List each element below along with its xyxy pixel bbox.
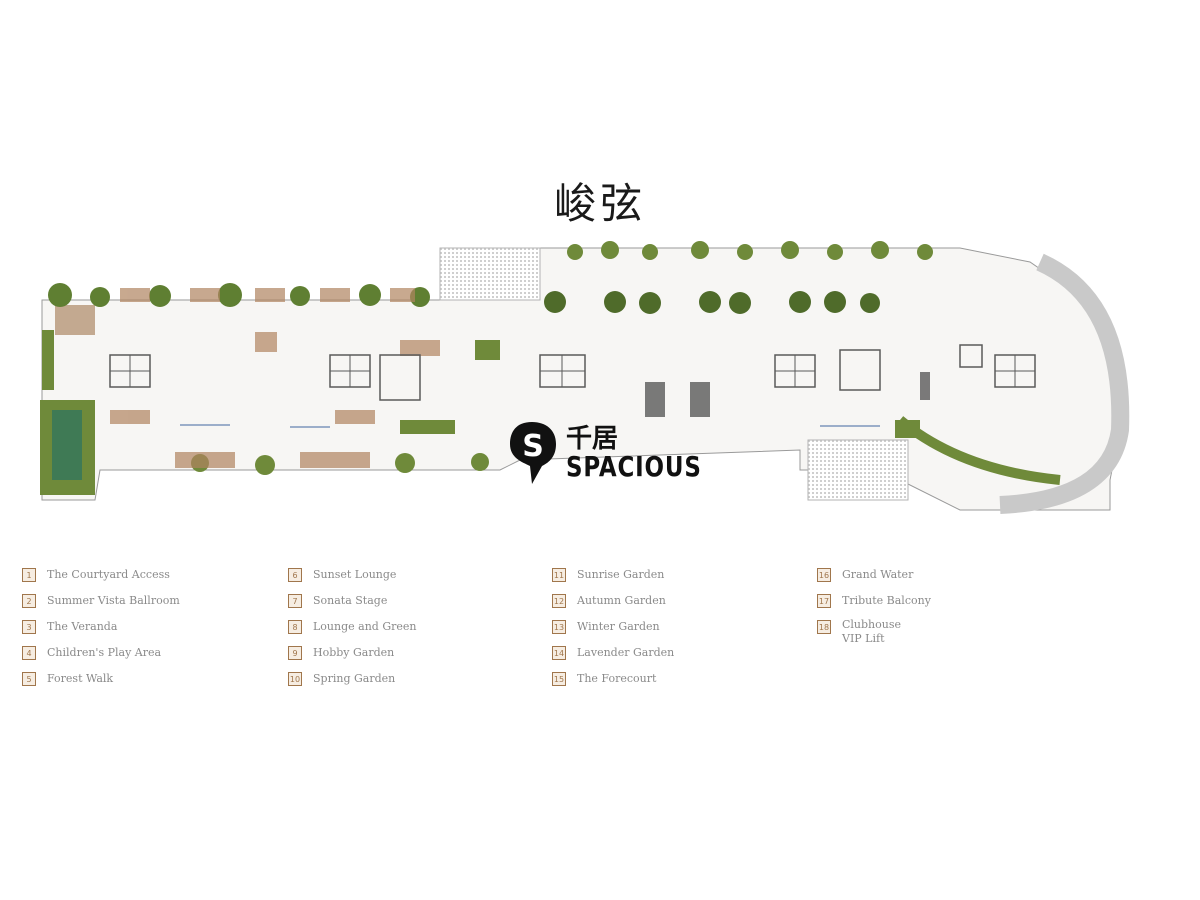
- curved-deck: [999, 253, 1130, 514]
- legend-label: Lounge and Green: [313, 620, 417, 633]
- legend-number: 10: [288, 672, 302, 686]
- legend-number: 12: [552, 594, 566, 608]
- legend-item: 17 Tribute Balcony: [817, 592, 931, 618]
- legend-label: Forest Walk: [47, 672, 114, 685]
- legend-label: Tribute Balcony: [842, 594, 931, 607]
- legend-label: The Veranda: [47, 620, 118, 633]
- legend-label: The Courtyard Access: [47, 568, 170, 581]
- legend-number: 8: [288, 620, 302, 634]
- legend-number: 5: [22, 672, 36, 686]
- legend-number: 13: [552, 620, 566, 634]
- legend-item: 9 Hobby Garden: [288, 644, 416, 670]
- logo-s-icon: [510, 422, 556, 484]
- legend-column-2: 6 Sunset Lounge 7 Sonata Stage 8 Lounge and…: [288, 566, 416, 696]
- legend-number: 17: [817, 594, 831, 608]
- legend-label: Autumn Garden: [577, 594, 666, 607]
- legend-item: 3 The Veranda: [22, 618, 180, 644]
- legend-item: 12 Autumn Garden: [552, 592, 674, 618]
- legend-label: Spring Garden: [313, 672, 396, 685]
- legend-number: 4: [22, 646, 36, 660]
- legend-number: 9: [288, 646, 302, 660]
- legend-label: Clubhouse: [842, 618, 902, 631]
- legend-number: 6: [288, 568, 302, 582]
- legend-number: 14: [552, 646, 566, 660]
- legend-label: Sunrise Garden: [577, 568, 665, 581]
- legend-label: Sonata Stage: [313, 594, 388, 607]
- legend-item: 14 Lavender Garden: [552, 644, 674, 670]
- legend-item: 13 Winter Garden: [552, 618, 674, 644]
- legend-item: 11 Sunrise Garden: [552, 566, 674, 592]
- legend-item: 5 Forest Walk: [22, 670, 180, 696]
- logo-chinese-text: 千居: [566, 424, 619, 454]
- legend-number: 3: [22, 620, 36, 634]
- legend-column-3: 11 Sunrise Garden 12 Autumn Garden 13 Winte…: [552, 566, 674, 696]
- legend-label: Summer Vista Ballroom: [47, 594, 180, 607]
- legend-item: 8 Lounge and Green: [288, 618, 416, 644]
- legend-label: Grand Water: [842, 568, 914, 581]
- legend-item: 2 Summer Vista Ballroom: [22, 592, 180, 618]
- legend-item: 6 Sunset Lounge: [288, 566, 416, 592]
- legend-number: 11: [552, 568, 566, 582]
- logo-english-text: SPACIOUS: [566, 450, 702, 483]
- legend-number: 16: [817, 568, 831, 582]
- legend-number: 15: [552, 672, 566, 686]
- legend-number: 18: [817, 620, 831, 634]
- legend-item: 1 The Courtyard Access: [22, 566, 180, 592]
- legend-item: 7 Sonata Stage: [288, 592, 416, 618]
- legend-label-line2: VIP Lift: [842, 632, 885, 645]
- legend-label: Lavender Garden: [577, 646, 675, 659]
- legend-label: Children's Play Area: [47, 646, 162, 659]
- logo-mark: S: [510, 422, 556, 484]
- left-deck: [55, 305, 95, 335]
- legend-label: The Forecourt: [577, 672, 657, 685]
- legend-column-4: 16 Grand Water 17 Tribute Balcony 18 Clubho…: [817, 566, 931, 658]
- page-title: 峻弦: [553, 179, 646, 228]
- legend-item: 10 Spring Garden: [288, 670, 416, 696]
- legend-number: 1: [22, 568, 36, 582]
- legend-item: 16 Grand Water: [817, 566, 931, 592]
- legend-label: Sunset Lounge: [313, 568, 397, 581]
- legend-number: 7: [288, 594, 302, 608]
- legend-item: 4 Children's Play Area: [22, 644, 180, 670]
- legend-number: 2: [22, 594, 36, 608]
- legend-label: Hobby Garden: [313, 646, 395, 659]
- legend-column-1: 1 The Courtyard Access 2 Summer Vista Ball…: [22, 566, 180, 696]
- legend-item: 15 The Forecourt: [552, 670, 674, 696]
- legend-label: Winter Garden: [577, 620, 660, 633]
- svg-text:S: S: [522, 429, 544, 464]
